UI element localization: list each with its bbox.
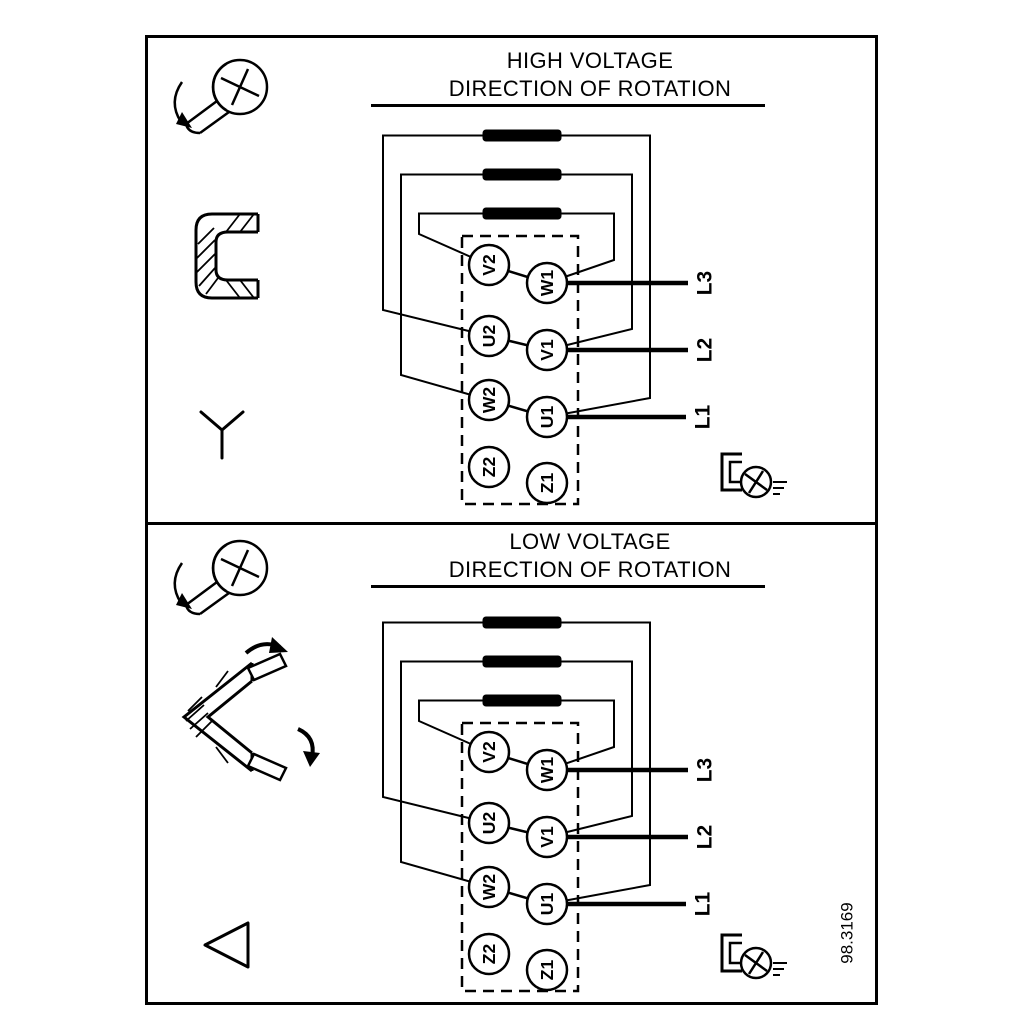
terminal-z2 (467, 445, 511, 489)
terminal-label: Z2 (479, 457, 499, 478)
terminal-v1 (525, 815, 569, 859)
jumper-bar (482, 129, 562, 142)
terminal-box (460, 721, 580, 993)
terminal-label: U2 (479, 325, 499, 348)
terminal-label: W1 (537, 270, 557, 297)
supply-wires (567, 767, 688, 907)
diagram-frame: HIGH VOLTAGE DIRECTION OF ROTATION (145, 35, 878, 1005)
link-bridge-icon (194, 212, 260, 300)
supply-wires (567, 280, 688, 420)
terminal-label: W2 (479, 387, 499, 414)
terminal-w2 (467, 378, 511, 422)
terminal-label: V1 (537, 339, 557, 361)
terminal-u2 (467, 314, 511, 358)
terminal-box (460, 234, 580, 506)
ground-screw-icon (720, 452, 787, 499)
terminal-u2 (467, 801, 511, 845)
terminal-label: Z1 (537, 473, 557, 494)
jumper-bar (482, 207, 562, 220)
terminals (467, 243, 569, 505)
jumper-bar (482, 694, 562, 707)
terminal-z2 (467, 932, 511, 976)
supply-line-label: L3 (694, 271, 717, 296)
panel-low-voltage: LOW VOLTAGE DIRECTION OF ROTATION (148, 525, 875, 1002)
supply-line-label: L3 (694, 758, 717, 783)
terminal-w1 (525, 261, 569, 305)
terminal-label: U1 (537, 406, 557, 429)
jumper-bar (482, 655, 562, 668)
supply-line-label: L2 (694, 338, 717, 363)
delta-symbol-icon (203, 921, 250, 969)
terminal-label: W2 (479, 874, 499, 901)
terminal-label: V2 (479, 254, 499, 276)
panel-subtitle: DIRECTION OF ROTATION (449, 76, 732, 101)
supply-line-label: L2 (694, 825, 717, 850)
jumper-bar (482, 168, 562, 181)
star-symbol-icon (199, 410, 245, 460)
terminal-v1 (525, 328, 569, 372)
terminal-v2 (467, 730, 511, 774)
hatch-lines (185, 670, 229, 764)
figure-number: 98.3169 (838, 902, 857, 963)
supply-line-label: L1 (692, 891, 715, 916)
terminal-v2 (467, 243, 511, 287)
title-underline (371, 585, 765, 588)
panel-high-voltage: HIGH VOLTAGE DIRECTION OF ROTATION (148, 38, 875, 525)
terminal-label: Z2 (479, 944, 499, 965)
low-voltage-diagram: LOW VOLTAGE DIRECTION OF ROTATION (173, 529, 857, 993)
panel-title: LOW VOLTAGE (509, 529, 670, 554)
terminal-label: V1 (537, 826, 557, 848)
ground-screw-icon (720, 933, 787, 980)
terminal-u1 (525, 882, 569, 926)
screw-rotation-icon (173, 539, 269, 616)
supply-line-label: L1 (692, 404, 715, 429)
terminal-w2 (467, 865, 511, 909)
panel-title: HIGH VOLTAGE (507, 48, 674, 73)
terminal-label: W1 (537, 757, 557, 784)
terminal-z1 (525, 461, 569, 505)
terminal-label: U2 (479, 812, 499, 835)
hatch-lines (196, 213, 255, 299)
high-voltage-diagram: HIGH VOLTAGE DIRECTION OF ROTATION (173, 48, 787, 506)
terminal-u1 (525, 395, 569, 439)
panel-subtitle: DIRECTION OF ROTATION (449, 557, 732, 582)
title-underline (371, 104, 765, 107)
terminal-z1 (525, 948, 569, 992)
terminal-label: Z1 (537, 960, 557, 981)
link-angled-icon (181, 637, 320, 782)
terminal-label: U1 (537, 893, 557, 916)
terminal-label: V2 (479, 741, 499, 763)
terminal-w1 (525, 748, 569, 792)
terminals (467, 730, 569, 992)
jumper-bar (482, 616, 562, 629)
screw-rotation-icon (173, 58, 269, 135)
